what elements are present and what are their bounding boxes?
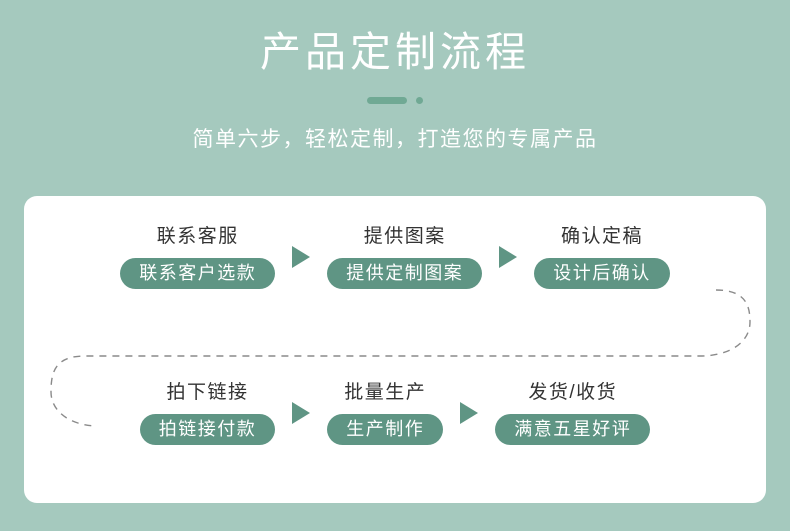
flow-step-1[interactable]: 联系客服 联系客户选款 bbox=[120, 224, 276, 289]
flow-arrow-2 bbox=[482, 224, 534, 289]
page-subtitle: 简单六步，轻松定制，打造您的专属产品 bbox=[192, 128, 598, 151]
triangle-right-icon bbox=[292, 401, 311, 424]
flow-step-2-label: 提供图案 bbox=[363, 226, 446, 247]
flow-step-5-pill[interactable]: 生产制作 bbox=[327, 414, 444, 445]
flow-step-4-pill[interactable]: 拍链接付款 bbox=[139, 414, 276, 445]
process-card: 联系客服 联系客户选款 提供图案 提供定制图案 确认定稿 设计后确认 拍下链接 bbox=[24, 196, 766, 503]
flow-row-1: 联系客服 联系客户选款 提供图案 提供定制图案 确认定稿 设计后确认 bbox=[24, 224, 766, 304]
header-band: 产品定制流程 简单六步，轻松定制，打造您的专属产品 bbox=[0, 0, 790, 196]
page-title: 产品定制流程 bbox=[260, 29, 530, 75]
flow-arrow-4 bbox=[443, 380, 495, 445]
flow-step-1-pill[interactable]: 联系客户选款 bbox=[120, 258, 276, 289]
flow-step-6[interactable]: 发货/收货 满意五星好评 bbox=[495, 380, 651, 445]
flow-arrow-3 bbox=[275, 380, 327, 445]
flow-row-2: 拍下链接 拍链接付款 批量生产 生产制作 发货/收货 满意五星好评 bbox=[24, 380, 766, 460]
divider-dash-icon bbox=[367, 96, 407, 104]
triangle-right-icon bbox=[460, 401, 479, 424]
flow-step-5[interactable]: 批量生产 生产制作 bbox=[327, 380, 444, 445]
flow-step-5-label: 批量生产 bbox=[344, 382, 427, 403]
title-divider bbox=[0, 90, 790, 110]
flow-step-3-label: 确认定稿 bbox=[560, 226, 643, 247]
flow-step-1-label: 联系客服 bbox=[156, 226, 239, 247]
triangle-right-icon bbox=[499, 245, 518, 268]
triangle-right-icon bbox=[292, 245, 311, 268]
flow-step-3[interactable]: 确认定稿 设计后确认 bbox=[534, 224, 670, 289]
flow-step-4[interactable]: 拍下链接 拍链接付款 bbox=[139, 380, 276, 445]
flow-step-6-pill[interactable]: 满意五星好评 bbox=[495, 414, 651, 445]
flow-step-2[interactable]: 提供图案 提供定制图案 bbox=[327, 224, 483, 289]
flow-step-6-label: 发货/收货 bbox=[528, 382, 618, 403]
divider-dot-icon bbox=[416, 96, 423, 104]
flow-arrow-1 bbox=[275, 224, 327, 289]
flow-step-4-label: 拍下链接 bbox=[166, 382, 249, 403]
flow-step-3-pill[interactable]: 设计后确认 bbox=[534, 258, 670, 289]
flow-step-2-pill[interactable]: 提供定制图案 bbox=[327, 258, 483, 289]
